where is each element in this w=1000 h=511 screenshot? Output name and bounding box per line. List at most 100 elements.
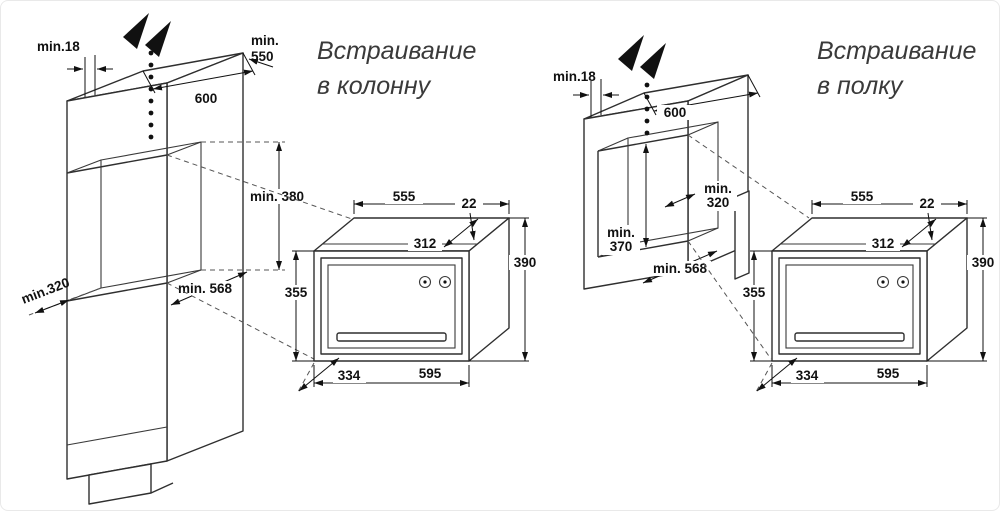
label-bg <box>187 91 225 106</box>
label-bg <box>657 105 693 120</box>
dim-555: 555 <box>811 189 968 214</box>
dim-600-label: 600 <box>664 105 687 120</box>
dim-min568: min. 568 <box>642 250 718 284</box>
left-title-line2: в колонну <box>317 72 432 100</box>
airflow-arrows-icon <box>123 13 171 57</box>
dim-334: 334 <box>755 357 824 393</box>
dim-555-label: 555 <box>851 189 874 204</box>
dim-355: 355 <box>280 250 314 362</box>
dim-312-label: 312 <box>414 236 437 251</box>
right-title-line2: в полку <box>817 72 904 100</box>
left-title-line1: Встраивание <box>317 37 476 65</box>
dim-555: 555 <box>353 189 510 214</box>
dim-min550-label-min: min. <box>251 33 279 48</box>
label-bg <box>738 285 771 300</box>
dim-600: 600 <box>142 52 256 106</box>
dim-min370-label-min: min. <box>607 225 635 240</box>
oven-knob-dot <box>901 280 905 284</box>
label-bg <box>866 237 900 251</box>
cabinet-shelf-line <box>66 426 168 446</box>
side-panel <box>734 190 750 280</box>
label-bg <box>333 368 366 383</box>
oven-handle <box>794 332 905 342</box>
airflow-dots <box>644 82 650 136</box>
dim-min18-label: min.18 <box>37 39 80 54</box>
label-bg <box>791 368 824 383</box>
cabinet-niche <box>597 121 719 258</box>
label-bg <box>280 285 313 300</box>
oven-front-face <box>771 250 928 362</box>
dim-22: 22 <box>913 196 941 241</box>
dim-min550: min. 550 <box>248 33 279 68</box>
dim-min380: min. 380 <box>201 141 305 271</box>
dim-390: 390 <box>927 217 999 362</box>
label-bg <box>843 190 881 204</box>
oven-knob <box>896 275 910 289</box>
oven-knob-dot <box>881 280 885 284</box>
dim-595-label: 595 <box>877 366 900 381</box>
column-cabinet <box>66 52 244 505</box>
dim-min550-label-value: 550 <box>251 49 274 64</box>
oven-front-face <box>313 250 470 362</box>
airflow-arrows-icon <box>618 35 666 79</box>
label-bg <box>408 237 442 251</box>
label-bg <box>455 197 483 211</box>
cabinet-front-face <box>66 82 168 480</box>
dim-312: 312 <box>408 218 479 251</box>
label-bg <box>385 190 423 204</box>
oven-drawing-left: 555 22 312 390 355 <box>280 189 542 393</box>
airflow-dots <box>148 50 154 140</box>
dim-390-label: 390 <box>972 255 995 270</box>
oven-knob-dot <box>423 280 427 284</box>
dim-min568-label: min. 568 <box>653 261 708 276</box>
label-bg <box>913 197 941 211</box>
dim-min320-label-value: 320 <box>707 195 730 210</box>
dim-390: 390 <box>469 217 542 362</box>
dim-312-label: 312 <box>872 236 895 251</box>
projection-rays <box>687 134 810 360</box>
dim-555-label: 555 <box>393 189 416 204</box>
oven-door-inner <box>785 264 914 349</box>
dim-334: 334 <box>297 357 366 393</box>
dim-600: 600 <box>643 74 761 120</box>
dim-312: 312 <box>866 218 937 251</box>
dim-334-label: 334 <box>338 368 361 383</box>
oven-door <box>320 257 463 355</box>
label-bg <box>871 367 905 381</box>
dim-min18: min.18 <box>553 69 619 117</box>
label-bg <box>699 181 737 211</box>
oven-drawing-right: 555 22 312 390 355 <box>738 189 999 393</box>
cabinet-right-face <box>166 52 244 462</box>
dim-334-label: 334 <box>796 368 819 383</box>
dim-355-label: 355 <box>285 285 308 300</box>
dim-min18: min.18 <box>37 39 113 97</box>
dim-min370-label-value: 370 <box>610 239 633 254</box>
oven-door-inner <box>327 264 456 349</box>
dim-min320-label-min: min. <box>704 181 732 196</box>
dim-390-label: 390 <box>514 255 537 270</box>
dim-min320: min. 320 <box>664 181 737 211</box>
label-bg <box>175 281 235 296</box>
dim-min18-label: min.18 <box>553 69 596 84</box>
label-bg <box>509 255 542 270</box>
oven-knob-dot <box>443 280 447 284</box>
label-bg <box>602 225 640 255</box>
dim-22-label: 22 <box>461 196 476 211</box>
dim-min568-label: min. 568 <box>178 281 233 296</box>
label-bg <box>413 367 447 381</box>
right-title-line1: Встраивание <box>817 37 976 65</box>
right-diagram: min.18 600 min. 320 min. 370 min. 568 <box>553 35 976 360</box>
dim-min370: min. 370 <box>602 144 649 255</box>
dim-355: 355 <box>738 250 772 362</box>
dim-600-label: 600 <box>195 91 218 106</box>
label-bg <box>249 189 305 204</box>
cabinet-plinth <box>88 463 174 505</box>
dim-min380-label: min. 380 <box>250 189 304 204</box>
oven-knob <box>418 275 432 289</box>
label-bg <box>967 255 999 270</box>
oven-knob <box>876 275 890 289</box>
projection-rays <box>166 154 353 360</box>
oven-door <box>778 257 921 355</box>
